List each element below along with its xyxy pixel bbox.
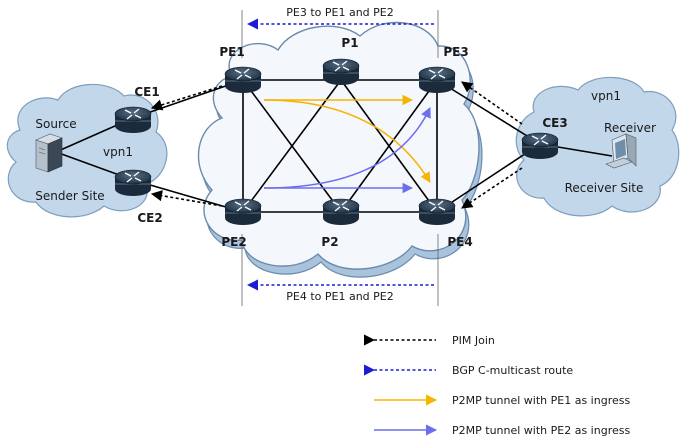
legend-item-pe2-tunnel: P2MP tunnel with PE2 as ingress [374, 424, 630, 437]
label-p2: P2 [321, 235, 338, 249]
router-pe1 [224, 66, 262, 94]
legend-item-pe1-tunnel: P2MP tunnel with PE1 as ingress [374, 394, 630, 407]
link-p2-pe3 [340, 79, 438, 213]
bgp-route-bottom: PE4 to PE1 and PE2 [241, 234, 439, 306]
receiver-pc-icon [605, 133, 637, 169]
legend-item-bgp: BGP C-multicast route [363, 364, 573, 377]
legend-label-pe2-tunnel: P2MP tunnel with PE2 as ingress [452, 424, 630, 437]
link-pe1-ce1 [132, 79, 244, 119]
backbone-cloud [197, 21, 483, 278]
legend-label-pim-join: PIM Join [452, 334, 495, 347]
receiver-site-label: Receiver Site [565, 181, 644, 195]
label-ce1: CE1 [134, 85, 159, 99]
tunnel-pe2-to-pe3 [263, 107, 431, 189]
router-ce3 [521, 132, 559, 160]
pim-join-arrows [150, 81, 523, 209]
legend-label-pe1-tunnel: P2MP tunnel with PE1 as ingress [452, 394, 630, 407]
router-ce1 [114, 106, 152, 134]
receiver-site-cloud [515, 76, 680, 217]
router-p1 [322, 58, 360, 86]
router-pe3 [418, 66, 456, 94]
pim-join-pe2-ce2 [150, 190, 223, 207]
label-ce3: CE3 [542, 116, 567, 130]
label-pe1: PE1 [219, 45, 244, 59]
bgp-route-top: PE3 to PE1 and PE2 [241, 6, 439, 58]
bottom-route-label: PE4 to PE1 and PE2 [286, 290, 393, 303]
label-pe2: PE2 [221, 235, 246, 249]
router-ce2 [114, 169, 152, 197]
label-pe4: PE4 [447, 235, 472, 249]
router-pe4 [418, 198, 456, 226]
link-pe2-ce2 [132, 179, 244, 213]
pim-join-pe1-ce1 [150, 85, 223, 111]
link-pe3-ce3 [436, 79, 541, 145]
pim-join-ce3-pe3 [461, 81, 523, 125]
legend-label-bgp: BGP C-multicast route [452, 364, 573, 377]
receiver-vpn-label: vpn1 [591, 89, 621, 103]
source-server-icon [35, 133, 63, 173]
pim-join-ce3-pe4 [461, 167, 523, 209]
sender-vpn-label: vpn1 [103, 145, 133, 159]
router-p2 [322, 198, 360, 226]
tunnel-pe1-to-pe4 [263, 99, 431, 183]
label-ce2: CE2 [137, 211, 162, 225]
source-label: Source [35, 117, 76, 131]
label-pe3: PE3 [443, 45, 468, 59]
legend-item-pim-join: PIM Join [363, 334, 495, 347]
top-route-label: PE3 to PE1 and PE2 [286, 6, 393, 19]
p2mp-tunnels [263, 94, 431, 194]
legend: PIM Join BGP C-multicast route P2MP tunn… [363, 334, 630, 437]
sender-site-label: Sender Site [35, 189, 104, 203]
label-p1: P1 [341, 36, 358, 50]
link-p1-pe2 [242, 79, 342, 213]
receiver-label: Receiver [604, 121, 656, 135]
router-pe2 [224, 198, 262, 226]
link-pe4-ce3 [436, 143, 541, 213]
